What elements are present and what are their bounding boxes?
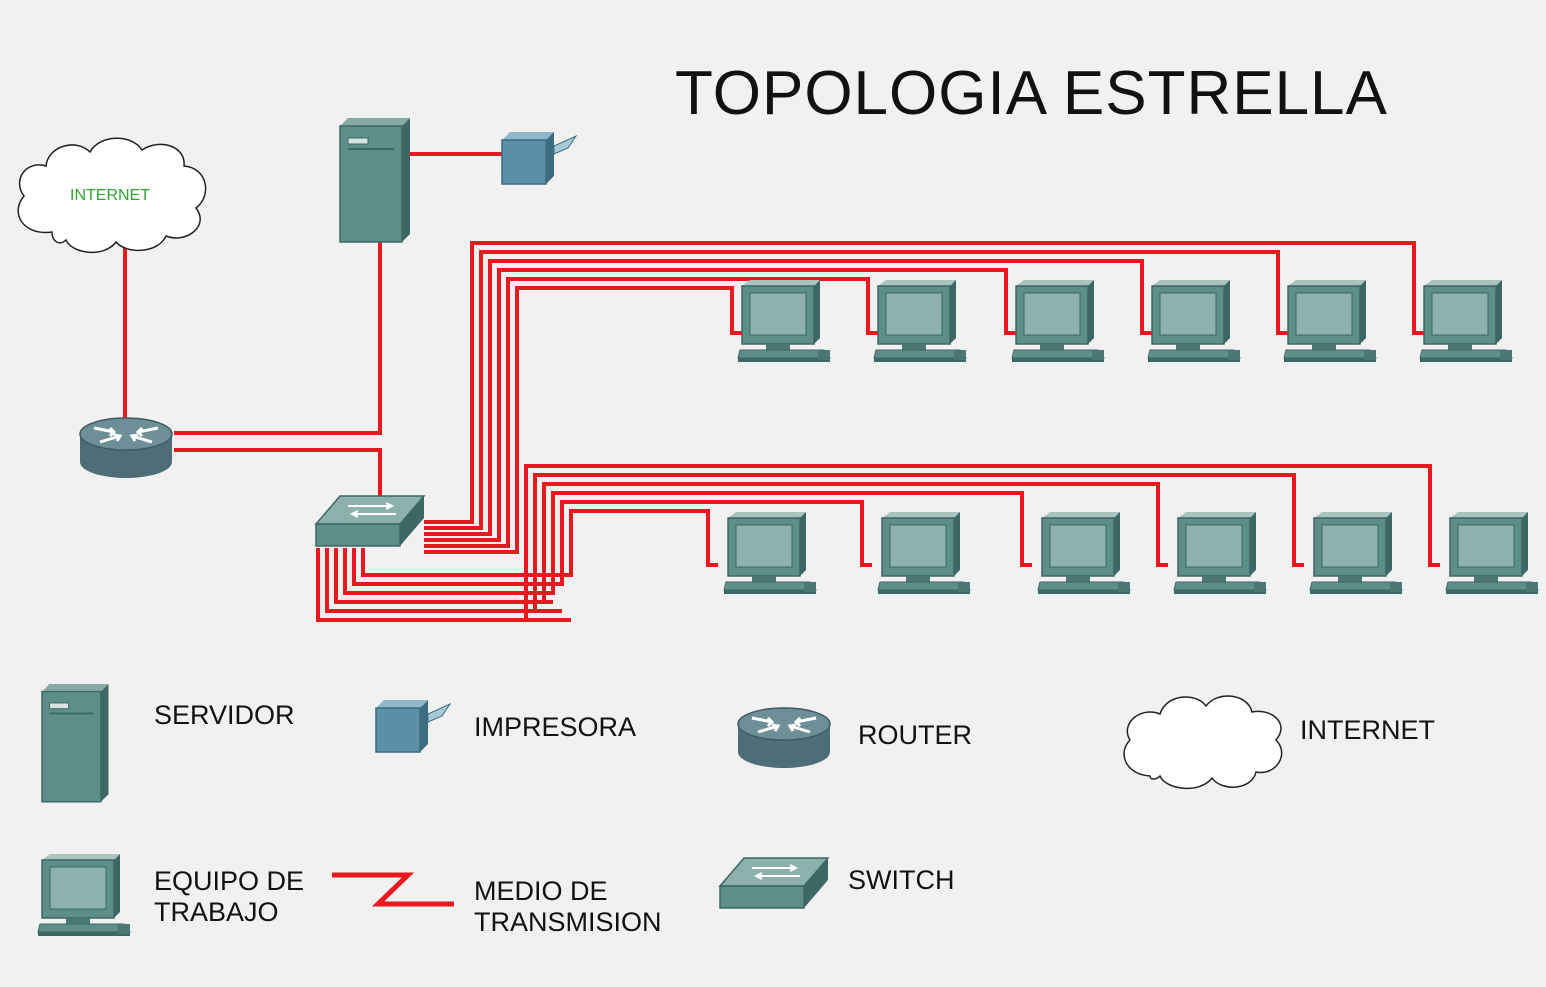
cable-switch-pc-top-4: [424, 259, 1152, 536]
server-icon: [339, 117, 411, 243]
cable-router-server: [174, 212, 382, 435]
workstation-icon-bottom-6: [1445, 511, 1539, 595]
legend-printer-icon: [375, 699, 451, 753]
workstation-icon-bottom-1: [723, 511, 817, 595]
legend-label-equipo-line2: TRABAJO: [154, 897, 279, 927]
legend-router-icon: [736, 706, 832, 770]
legend-label-equipo: EQUIPO DE TRABAJO: [154, 866, 304, 928]
cable-switch-pc-top-3: [424, 268, 1016, 542]
workstation-icon-top-5: [1283, 279, 1377, 363]
legend-label-medio: MEDIO DE TRANSMISION: [474, 876, 662, 938]
legend-server-icon: [41, 683, 110, 803]
cable-switch-pc-bottom-2: [352, 500, 872, 586]
workstation-icon-bottom-2: [877, 511, 971, 595]
page-title: TOPOLOGIA ESTRELLA: [675, 59, 1388, 128]
workstation-icon-top-4: [1147, 279, 1241, 363]
workstation-icon-top-6: [1419, 279, 1513, 363]
cloud-icon: [17, 137, 207, 254]
legend-label-medio-line2: TRANSMISION: [474, 907, 662, 937]
workstation-icon-bottom-4: [1173, 511, 1267, 595]
cable-switch-pc-top-5: [424, 250, 1288, 530]
legend-label-internet: INTERNET: [1300, 715, 1435, 745]
legend-cloud-icon: [1123, 695, 1283, 790]
legend-label-servidor: SERVIDOR: [154, 700, 295, 730]
workstation-icon-bottom-5: [1309, 511, 1403, 595]
legend-switch-icon: [719, 857, 829, 909]
cable-switch-pc-bottom-4: [334, 482, 1168, 604]
printer-icon: [501, 131, 577, 185]
workstation-icon-top-1: [737, 279, 831, 363]
workstation-icon-bottom-3: [1037, 511, 1131, 595]
legend-cable-icon: [332, 872, 454, 907]
legend-workstation-icon: [37, 853, 131, 937]
legend-label-impresora: IMPRESORA: [474, 712, 637, 742]
cable-switch-pc-bottom-5: [325, 473, 1304, 613]
switch-icon: [315, 495, 425, 547]
cable-switch-pc-top-6: [424, 241, 1424, 524]
legend: [37, 683, 1283, 937]
workstation-icon-top-2: [873, 279, 967, 363]
cable-switch-pc-top-2: [424, 277, 878, 548]
legend-label-router: ROUTER: [858, 720, 972, 750]
cable-switch-pc-bottom-6: [316, 464, 1440, 622]
cable-bundle: [316, 241, 1440, 622]
legend-label-switch: SWITCH: [848, 865, 955, 895]
legend-label-equipo-line1: EQUIPO DE: [154, 866, 305, 896]
cable-router-switch: [174, 448, 382, 496]
legend-label-medio-line1: MEDIO DE: [474, 876, 608, 906]
cable-switch-pc-top-1: [424, 286, 742, 554]
internet-cloud: INTERNET: [17, 137, 207, 254]
cables: [123, 152, 502, 496]
cloud-label: INTERNET: [70, 187, 150, 204]
workstation-icon-top-3: [1011, 279, 1105, 363]
cable-switch-pc-bottom-1: [361, 509, 718, 577]
cable-switch-pc-bottom-3: [343, 491, 1032, 595]
router-icon: [78, 416, 174, 480]
